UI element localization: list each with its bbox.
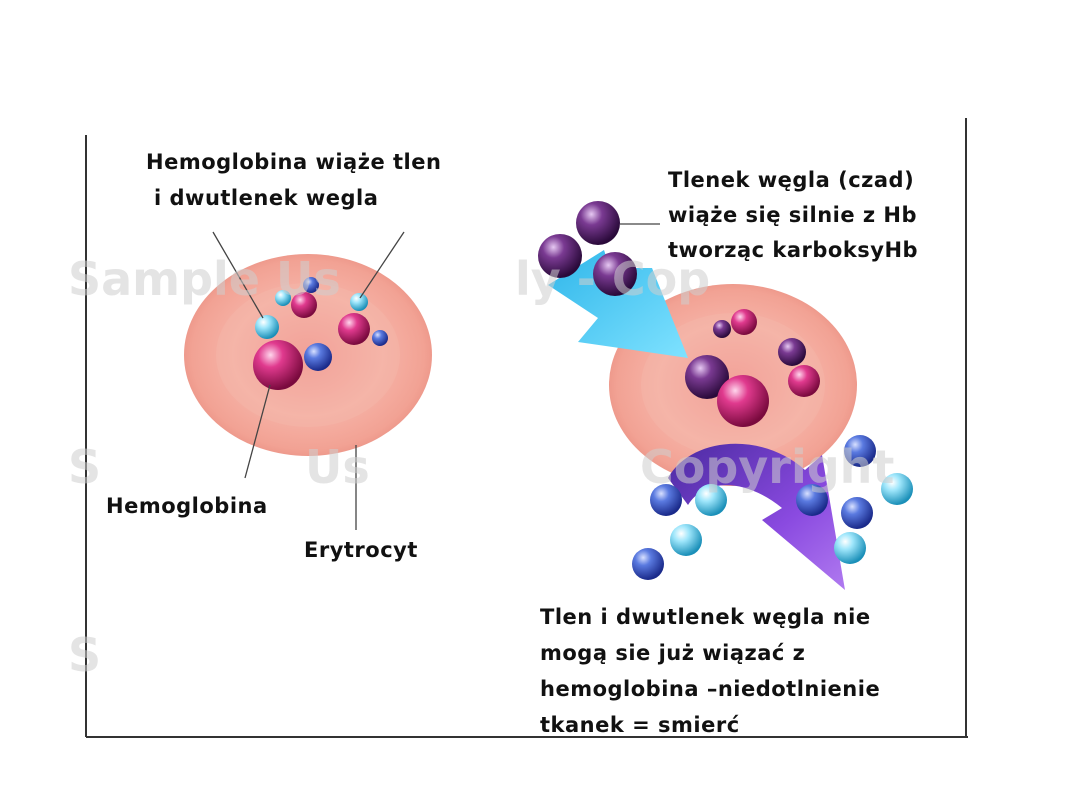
carbon-monoxide-molecule [685,355,729,399]
left-leader-lines [212,231,405,530]
carbon-dioxide-molecule [632,548,664,580]
label-hemoglobina: Hemoglobina [106,494,268,518]
oxygen-molecule [275,290,291,306]
watermark-text: Sample Us [68,252,341,306]
carbon-monoxide-molecule [593,252,637,296]
carbon-monoxide-molecule [778,338,806,366]
carbon-dioxide-molecule [841,497,873,529]
hemoglobin-molecule [717,375,769,427]
carbon-dioxide-molecule [844,435,876,467]
hemoglobin-molecule [788,365,820,397]
oxygen-molecule [350,293,368,311]
oxygen-molecule [255,315,279,339]
oxygen-molecule [881,473,913,505]
carbon-monoxide-entry-arrow [548,250,688,358]
displacement-arrow [668,443,845,590]
left-erythrocyte [184,254,432,456]
leader-line-hemoglobina [244,384,271,479]
watermark-text: S [68,628,102,682]
carbon-dioxide-molecule [796,484,828,516]
hemoglobin-molecule [253,340,303,390]
watermark-text: S [68,440,102,494]
label-result-line3: hemoglobina –niedotlnienie [540,677,881,701]
label-hb-binds-line2: i dwutlenek wegla [154,186,379,210]
label-co-line1: Tlenek węgla (czad) [668,168,915,192]
oxygen-molecule [670,524,702,556]
leader-line-co2 [359,231,405,299]
carbon-dioxide-molecule [372,330,388,346]
released-molecules [632,435,913,580]
carbon-dioxide-molecule [650,484,682,516]
watermark-text: ly - Cop [515,252,711,306]
label-co-line3: tworząc karboksyHb [668,238,919,262]
label-result-line1: Tlen i dwutlenek węgla nie [540,605,871,629]
carbon-monoxide-molecule [713,320,731,338]
label-erytrocyt: Erytrocyt [304,538,418,562]
hemoglobin-molecule [338,313,370,345]
oxygen-molecule [695,484,727,516]
watermark-text: Copyright [640,440,895,494]
label-co-line2: wiąże się silnie z Hb [668,203,918,227]
carbon-dioxide-molecule [304,343,332,371]
carboxyhemoglobin-molecules [685,309,820,427]
label-result-line4: tkanek = smierć [540,713,740,737]
watermark-text: Us [305,440,370,494]
label-result-line2: mogą sie już wiązać z [540,641,806,665]
carbon-monoxide-group [538,201,660,296]
label-hb-binds-line1: Hemoglobina wiąże tlen [146,150,442,174]
carbon-monoxide-molecule [538,234,582,278]
leader-line-oxygen [212,231,264,319]
frame [85,118,968,738]
hemoglobin-molecule [731,309,757,335]
oxygen-molecule [834,532,866,564]
carbon-monoxide-molecule [576,201,620,245]
hemoglobin-molecule [291,292,317,318]
carbon-dioxide-molecule [303,277,319,293]
